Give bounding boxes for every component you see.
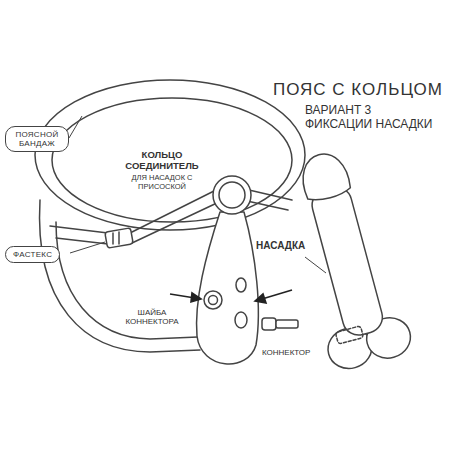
title-block: ПОЯС С КОЛЬЦОМ	[273, 80, 443, 100]
callout-box: ФАСТЕКС	[5, 246, 60, 263]
panel-hole	[235, 312, 247, 328]
pointer-arrow	[262, 290, 292, 299]
callout-box: ПОЯСНОЙ БАНДАЖ	[5, 126, 69, 152]
attachment	[278, 144, 415, 373]
part-name: НАСАДКА	[256, 240, 316, 252]
buckle	[112, 233, 114, 244]
subtitle: ВАРИАНТ 3 ФИКСАЦИИ НАСАДКИ	[305, 104, 433, 132]
part-note: ДЛЯ НАСАДОК С ПРИСОСКОЙ	[118, 174, 206, 191]
subtitle: ВАРИАНТ 3 ФИКСАЦИИ НАСАДКИ	[305, 104, 433, 132]
waist-belt-inner	[52, 98, 292, 222]
o-ring	[219, 182, 245, 208]
callout-text: ПОЯСНОЙ БАНДАЖ	[13, 130, 61, 148]
part-name: ШАЙБА КОННЕКТОРА	[110, 308, 194, 326]
o-ring	[213, 176, 251, 214]
strap	[130, 190, 216, 233]
panel-hole	[236, 278, 246, 292]
callout-text: ФАСТЕКС	[13, 250, 52, 259]
connector-washer	[209, 296, 218, 305]
pointer-arrow	[255, 294, 266, 303]
waist-belt	[35, 80, 305, 230]
part-name: КОЛЬЦО СОЕДИНИТЕЛЬ	[118, 150, 206, 172]
leader-line	[69, 116, 82, 138]
front-panel	[197, 212, 259, 364]
part-name: НАСАДКА	[256, 240, 316, 252]
pointer-arrow	[191, 293, 201, 302]
leg-strap	[56, 222, 198, 339]
leader-line	[305, 257, 326, 273]
leader-line	[70, 242, 105, 253]
part-name: КОННЕКТОР	[262, 348, 332, 357]
connector	[262, 318, 276, 330]
buckle	[118, 232, 120, 244]
connector	[276, 320, 298, 328]
strap	[132, 202, 219, 243]
part-name: ШАЙБА КОННЕКТОРА	[110, 308, 194, 326]
buckle	[105, 228, 133, 248]
strap	[50, 226, 108, 233]
part-note: ДЛЯ НАСАДОК С ПРИСОСКОЙ	[118, 174, 206, 191]
connector-washer	[204, 291, 222, 309]
part-name: КОЛЬЦО СОЕДИНИТЕЛЬ	[118, 150, 206, 172]
part-name: КОННЕКТОР	[262, 348, 332, 357]
strap	[249, 190, 292, 200]
title: ПОЯС С КОЛЬЦОМ	[273, 80, 443, 100]
strap	[247, 201, 288, 210]
